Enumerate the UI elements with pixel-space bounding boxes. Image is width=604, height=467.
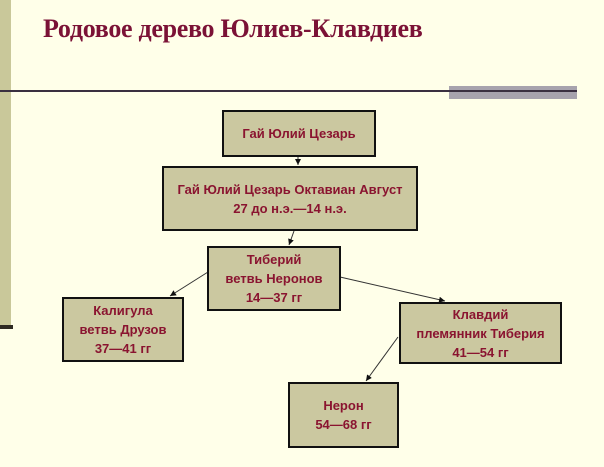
node-caligula: Калигула ветвь Друзов 37—41 гг [62, 297, 184, 362]
node-claudius-relation: племянник Тиберия [416, 325, 545, 341]
node-nero: Нерон 54—68 гг [288, 382, 399, 448]
left-accent-stripe-end [0, 325, 13, 329]
left-accent-stripe [0, 0, 11, 327]
node-nero-years: 54—68 гг [315, 417, 372, 432]
node-augustus-name: Гай Юлий Цезарь Октавиан Август [177, 181, 403, 197]
node-tiberius-branch: ветвь Неронов [225, 271, 323, 286]
node-caligula-years: 37—41 гг [94, 341, 152, 356]
divider-accent-line [449, 90, 577, 92]
node-claudius-years: 41—54 гг [452, 344, 509, 360]
node-caesar-name: Гай Юлий Цезарь [242, 126, 356, 141]
node-claudius: Клавдий племянник Тиберия 41—54 гг [399, 302, 562, 364]
edge-tiberius-claudius [339, 276, 446, 303]
edge-tiberius-caligula [169, 271, 209, 297]
node-augustus: Гай Юлий Цезарь Октавиан Август 27 до н.… [162, 166, 418, 231]
node-tiberius-name: Тиберий [246, 252, 302, 267]
node-augustus-years: 27 до н.э.—14 н.э. [233, 200, 347, 216]
node-caligula-name: Калигула [93, 303, 153, 318]
divider-accent-bar [449, 86, 577, 99]
node-nero-name: Нерон [323, 398, 364, 413]
node-tiberius-years: 14—37 гг [245, 290, 303, 305]
edge-claudius-nero [365, 336, 399, 382]
node-claudius-name: Клавдий [452, 306, 509, 322]
edge-augustus-tiberius [288, 230, 295, 246]
node-caligula-branch: ветвь Друзов [79, 322, 167, 337]
node-tiberius: Тиберий ветвь Неронов 14—37 гг [207, 246, 341, 311]
node-caesar: Гай Юлий Цезарь [222, 110, 376, 157]
title-divider [0, 90, 577, 92]
slide-title: Родовое дерево Юлиев-Клавдиев [43, 14, 423, 43]
